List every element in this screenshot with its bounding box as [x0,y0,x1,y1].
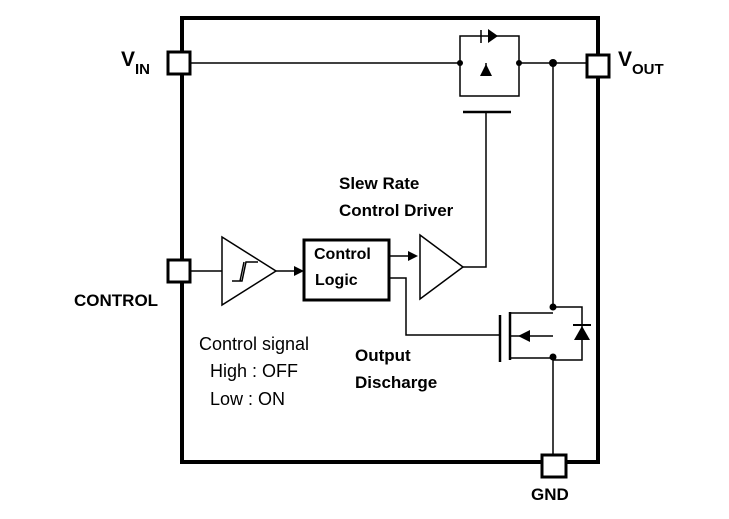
gnd-pin-label: GND [531,485,569,504]
discharge-control-wire [389,277,500,336]
control-signal-title: Control signal [199,334,310,354]
slew-rate-label-1: Slew Rate [339,174,420,193]
control-signal-high: High : OFF [210,361,299,381]
control-signal-low: Low : ON [210,389,286,409]
vin-label: VIN [121,48,150,78]
control-pin-label: CONTROL [74,291,159,310]
control-logic-block [302,238,391,302]
buffer-to-logic-arrow [294,266,304,276]
vin-pin [166,50,192,76]
body-diode-arrow [488,29,498,43]
control-logic-label-1: Control [314,246,371,263]
slew-driver-triangle [419,233,465,301]
output-discharge-label-1: Output [355,346,411,365]
discharge-nmos [498,306,583,362]
gnd-pin [540,453,568,479]
vout-pin [585,53,611,79]
logic-to-driver-arrow [408,251,418,261]
output-discharge-label-2: Discharge [355,373,438,392]
node-vout-switch [516,60,522,66]
vout-label: VOUT [618,48,664,78]
vin-sub: IN [135,61,151,78]
control-logic-label-2: Logic [315,272,358,289]
pmos-arrow [480,64,492,76]
node-vin-switch [457,60,463,66]
chip-outline [180,16,600,464]
vout-sub: OUT [632,61,664,78]
control-pin [166,258,192,284]
nmos-arrow [518,330,530,342]
vout-main: V [618,48,633,71]
vin-main: V [121,48,136,71]
gate-wire [463,112,487,268]
discharge-diode [574,326,590,340]
hysteresis-icon [232,261,258,282]
slew-rate-label-2: Control Driver [339,201,454,220]
schmitt-buffer [221,235,278,307]
